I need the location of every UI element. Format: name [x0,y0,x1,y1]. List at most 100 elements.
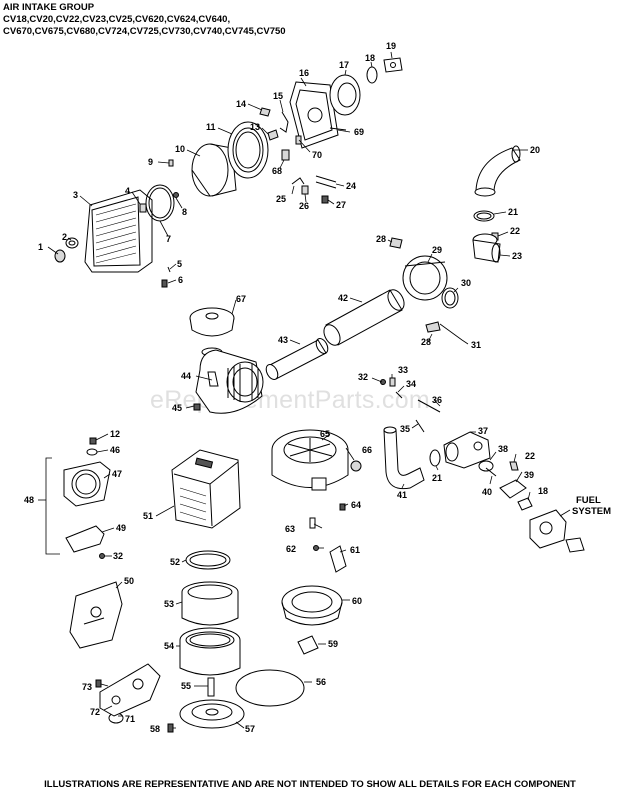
callout-31: 31 [471,340,481,350]
part-3-air-cleaner-cover[interactable] [84,189,153,273]
part-29-adapter[interactable] [402,255,448,301]
part-40-clamp[interactable] [485,467,497,477]
part-17-base-cover[interactable] [329,74,361,116]
callout-1: 1 [38,242,43,252]
part-35-screw[interactable] [415,419,425,433]
part-25-clamp[interactable] [291,177,305,185]
part-33-screw[interactable] [389,377,396,387]
callout-36: 36 [432,395,442,405]
part-58-screw[interactable] [167,723,174,733]
part-50-bracket-plate[interactable] [69,581,123,649]
part-72-intake[interactable] [99,663,161,717]
part-46-washer[interactable] [86,448,98,456]
part-23-tee[interactable] [472,233,501,263]
part-26-screw[interactable] [301,185,309,195]
part-70-clip[interactable] [295,135,302,145]
callout-71: 71 [125,714,135,724]
part-69-seal[interactable] [329,127,347,131]
part-55-stud[interactable] [207,677,215,697]
part-65-air-cleaner[interactable] [271,429,349,491]
part-14-screw[interactable] [259,107,271,117]
part-59-valve[interactable] [297,635,319,655]
part-37-throttle-body[interactable] [443,431,491,469]
part-24-hose[interactable] [315,175,337,189]
part-39-gasket[interactable] [499,479,527,499]
part-53-precleaner[interactable] [181,581,239,626]
part-21-clamp-upper[interactable] [473,210,495,222]
part-41-elbow-pipe[interactable] [383,426,425,490]
part-8-screw[interactable] [173,192,179,198]
part-38-gasket[interactable] [478,460,494,472]
part-42-tube[interactable] [321,287,408,348]
callout-18-lower: 18 [538,486,548,496]
part-19-gasket-plate[interactable] [383,57,403,73]
part-51-filter-cover[interactable] [171,449,241,529]
callout-2: 2 [62,232,67,242]
part-56-seal-ring[interactable] [235,669,305,707]
part-5-stud[interactable] [167,266,171,273]
callout-10: 10 [175,144,185,154]
part-4-nut[interactable] [139,203,147,213]
part-16-base-plate[interactable] [289,81,339,149]
part-28-clip-lower[interactable] [425,321,441,333]
part-68-screw[interactable] [281,149,290,161]
callout-46: 46 [110,445,120,455]
part-49-support[interactable] [65,525,105,553]
callout-22-upper: 22 [510,226,520,236]
part-11-element[interactable] [227,121,269,179]
part-9-screw[interactable] [168,159,174,167]
callout-48: 48 [24,495,34,505]
callout-49: 49 [116,523,126,533]
part-62-screw[interactable] [313,545,319,551]
part-73-screw[interactable] [95,679,102,688]
part-32-screw-lower[interactable] [99,553,105,559]
part-18-gasket-upper[interactable] [366,66,378,84]
callout-13: 13 [250,122,260,132]
callout-7: 7 [166,234,171,244]
part-32-screw-upper[interactable] [380,379,386,385]
part-64-screw[interactable] [339,503,346,511]
part-1-knob[interactable] [54,249,66,263]
part-63-stud[interactable] [309,517,316,529]
callout-18-upper: 18 [365,53,375,63]
part-21-clamp-lower[interactable] [429,449,441,467]
callout-57: 57 [245,724,255,734]
callout-23: 23 [512,251,522,261]
part-12-screw[interactable] [89,437,97,445]
callout-6: 6 [178,275,183,285]
fuel-label-line-1: FUEL [576,495,601,506]
part-45-screw[interactable] [193,403,201,411]
part-13-clamp[interactable] [267,129,279,141]
callout-54: 54 [164,641,174,651]
part-54-element[interactable] [179,627,241,676]
part-61-valve[interactable] [329,545,347,573]
callout-15: 15 [273,91,283,101]
part-66-fitting[interactable] [350,460,362,472]
part-2-seal[interactable] [65,237,79,249]
part-18-gasket-lower[interactable] [517,497,533,511]
callout-29: 29 [432,245,442,255]
part-28-clip-upper[interactable] [389,237,403,249]
part-15-bracket[interactable] [279,111,289,133]
callout-11: 11 [206,122,216,132]
part-22-fitting-lower[interactable] [509,461,519,471]
part-60-base-housing[interactable] [281,585,343,626]
part-27-screw[interactable] [321,195,329,204]
carburetor-fuel-system[interactable] [529,509,585,553]
diagram-title: AIR INTAKE GROUP CV18,CV20,CV22,CV23,CV2… [3,2,286,38]
part-36-rod[interactable] [417,399,441,413]
part-52-disc[interactable] [185,550,231,570]
part-57-base[interactable] [179,699,245,729]
part-43-tube[interactable] [264,337,330,382]
part-30-clamp[interactable] [441,287,459,309]
part-34-bracket[interactable] [395,391,403,399]
callout-43: 43 [278,335,288,345]
part-44-cyclone-housing[interactable] [195,347,264,414]
part-6-clip[interactable] [161,279,168,288]
callout-27: 27 [336,200,346,210]
callout-65: 65 [320,429,330,439]
part-20-elbow[interactable] [474,145,521,197]
part-67-cap[interactable] [189,307,235,337]
part-47-bracket[interactable] [63,461,111,507]
